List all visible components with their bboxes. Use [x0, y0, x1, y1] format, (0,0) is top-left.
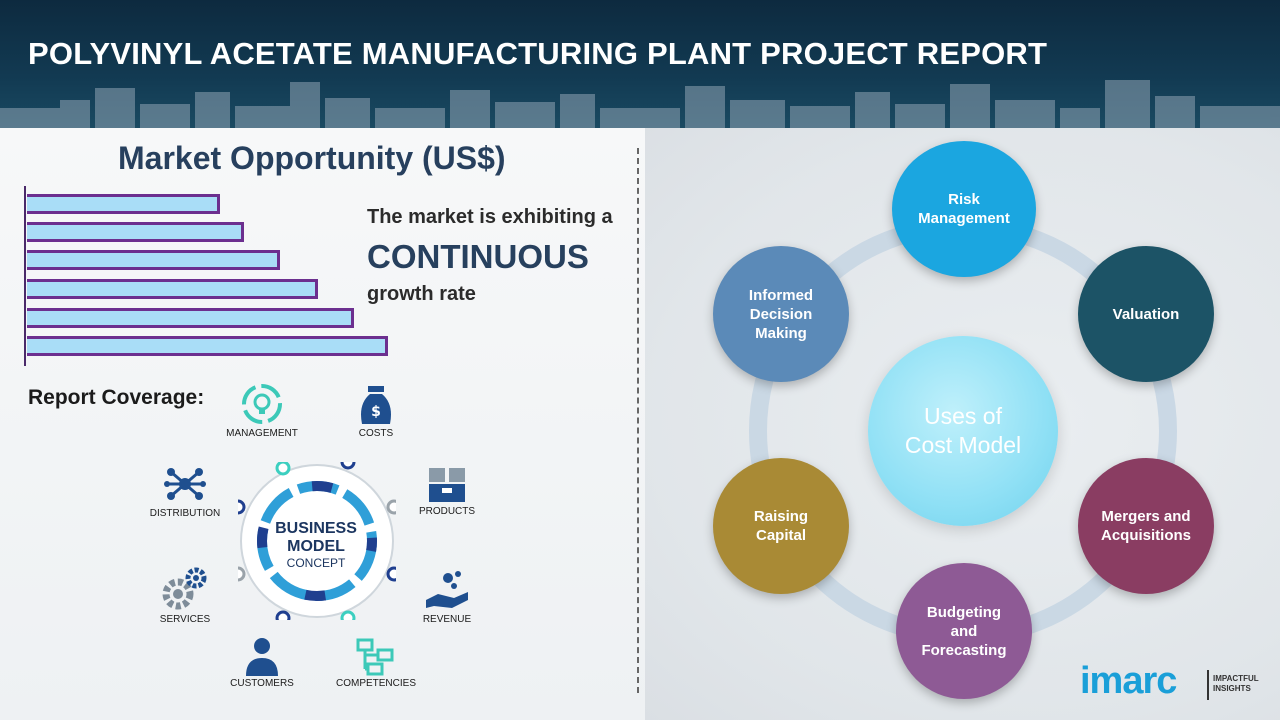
coverage-item-label: CUSTOMERS: [230, 678, 294, 689]
network-icon: [164, 468, 206, 500]
person-icon: [246, 638, 278, 676]
uses-center-line1: Uses of: [924, 403, 1002, 429]
skyline-decoration: [0, 80, 1280, 128]
coverage-item-customers: CUSTOMERS: [207, 636, 317, 689]
business-model-line2: MODEL: [287, 538, 345, 555]
report-coverage-label: Report Coverage:: [28, 386, 205, 409]
coverage-item-label: PRODUCTS: [418, 506, 476, 517]
coverage-item-label: MANAGEMENT: [226, 428, 298, 439]
logo-tag-line1: IMPACTFUL: [1213, 674, 1259, 683]
coverage-item-label: COSTS: [358, 428, 394, 439]
growth-bar: [27, 250, 280, 270]
market-text-line1: The market is exhibiting a: [367, 206, 613, 228]
bar-axis: [24, 186, 26, 366]
market-text-line2: growth rate: [367, 283, 476, 305]
use-label: Budgeting and Forecasting: [921, 603, 1007, 659]
boxes-icon: [429, 468, 465, 502]
section-divider: [637, 148, 639, 693]
coverage-item-label: COMPETENCIES: [335, 678, 416, 689]
hierarchy-icon: [356, 638, 394, 676]
growth-bar: [27, 194, 220, 214]
business-model-label: BUSINESS MODEL CONCEPT: [250, 520, 382, 570]
growth-bar: [27, 222, 244, 242]
use-risk-management: Risk Management: [892, 141, 1036, 277]
coverage-item-label: SERVICES: [159, 614, 211, 625]
coverage-item-distribution: DISTRIBUTION: [130, 462, 240, 519]
lightbulb-cycle-icon: [242, 384, 282, 424]
growth-bar: [27, 308, 354, 328]
use-raising-capital: Raising Capital: [713, 458, 849, 594]
use-mergers-acquisitions: Mergers and Acquisitions: [1078, 458, 1214, 594]
use-informed-decision-making: Informed Decision Making: [713, 246, 849, 382]
coverage-item-services: SERVICES: [130, 566, 240, 625]
use-label: Raising Capital: [753, 508, 809, 544]
use-label: Valuation: [1112, 305, 1180, 323]
money-bag-icon: $: [361, 386, 391, 424]
logo-tagline: IMPACTFUL INSIGHTS: [1213, 674, 1259, 694]
svg-text:$: $: [371, 404, 381, 420]
business-model-ring: [238, 462, 396, 620]
logo-divider: [1207, 670, 1209, 700]
hand-coins-icon: [426, 571, 468, 608]
market-opportunity-title: Market Opportunity (US$): [118, 140, 506, 176]
growth-bars-graphic: [24, 186, 404, 366]
business-model-line3: CONCEPT: [286, 556, 346, 570]
use-budgeting-forecasting: Budgeting and Forecasting: [896, 563, 1032, 699]
header-banner: POLYVINYL ACETATE MANUFACTURING PLANT PR…: [0, 0, 1280, 128]
page-title: POLYVINYL ACETATE MANUFACTURING PLANT PR…: [28, 36, 1048, 71]
uses-center-line2: Cost Model: [904, 432, 1022, 458]
imarc-logo: imarc IMPACTFUL INSIGHTS: [1080, 660, 1265, 705]
growth-bar: [27, 279, 318, 299]
coverage-item-label: REVENUE: [422, 614, 472, 625]
coverage-item-label: DISTRIBUTION: [149, 508, 221, 519]
coverage-item-costs: $ COSTS: [321, 384, 431, 439]
coverage-item-management: MANAGEMENT: [207, 382, 317, 439]
coverage-item-products: PRODUCTS: [392, 466, 502, 517]
gears-icon: [162, 567, 207, 610]
uses-center-circle: Uses of Cost Model: [868, 336, 1058, 526]
coverage-item-revenue: REVENUE: [392, 570, 502, 625]
use-label: Informed Decision Making: [748, 286, 814, 342]
business-model-line1: BUSINESS: [275, 520, 357, 537]
coverage-item-competencies: COMPETENCIES: [321, 636, 431, 689]
use-label: Risk Management: [918, 191, 1010, 227]
market-highlight: CONTINUOUS: [367, 238, 589, 275]
logo-word: imarc: [1080, 660, 1177, 702]
use-valuation: Valuation: [1078, 246, 1214, 382]
growth-bar: [27, 336, 388, 356]
use-label: Mergers and Acquisitions: [1100, 508, 1191, 544]
logo-tag-line2: INSIGHTS: [1213, 684, 1251, 693]
